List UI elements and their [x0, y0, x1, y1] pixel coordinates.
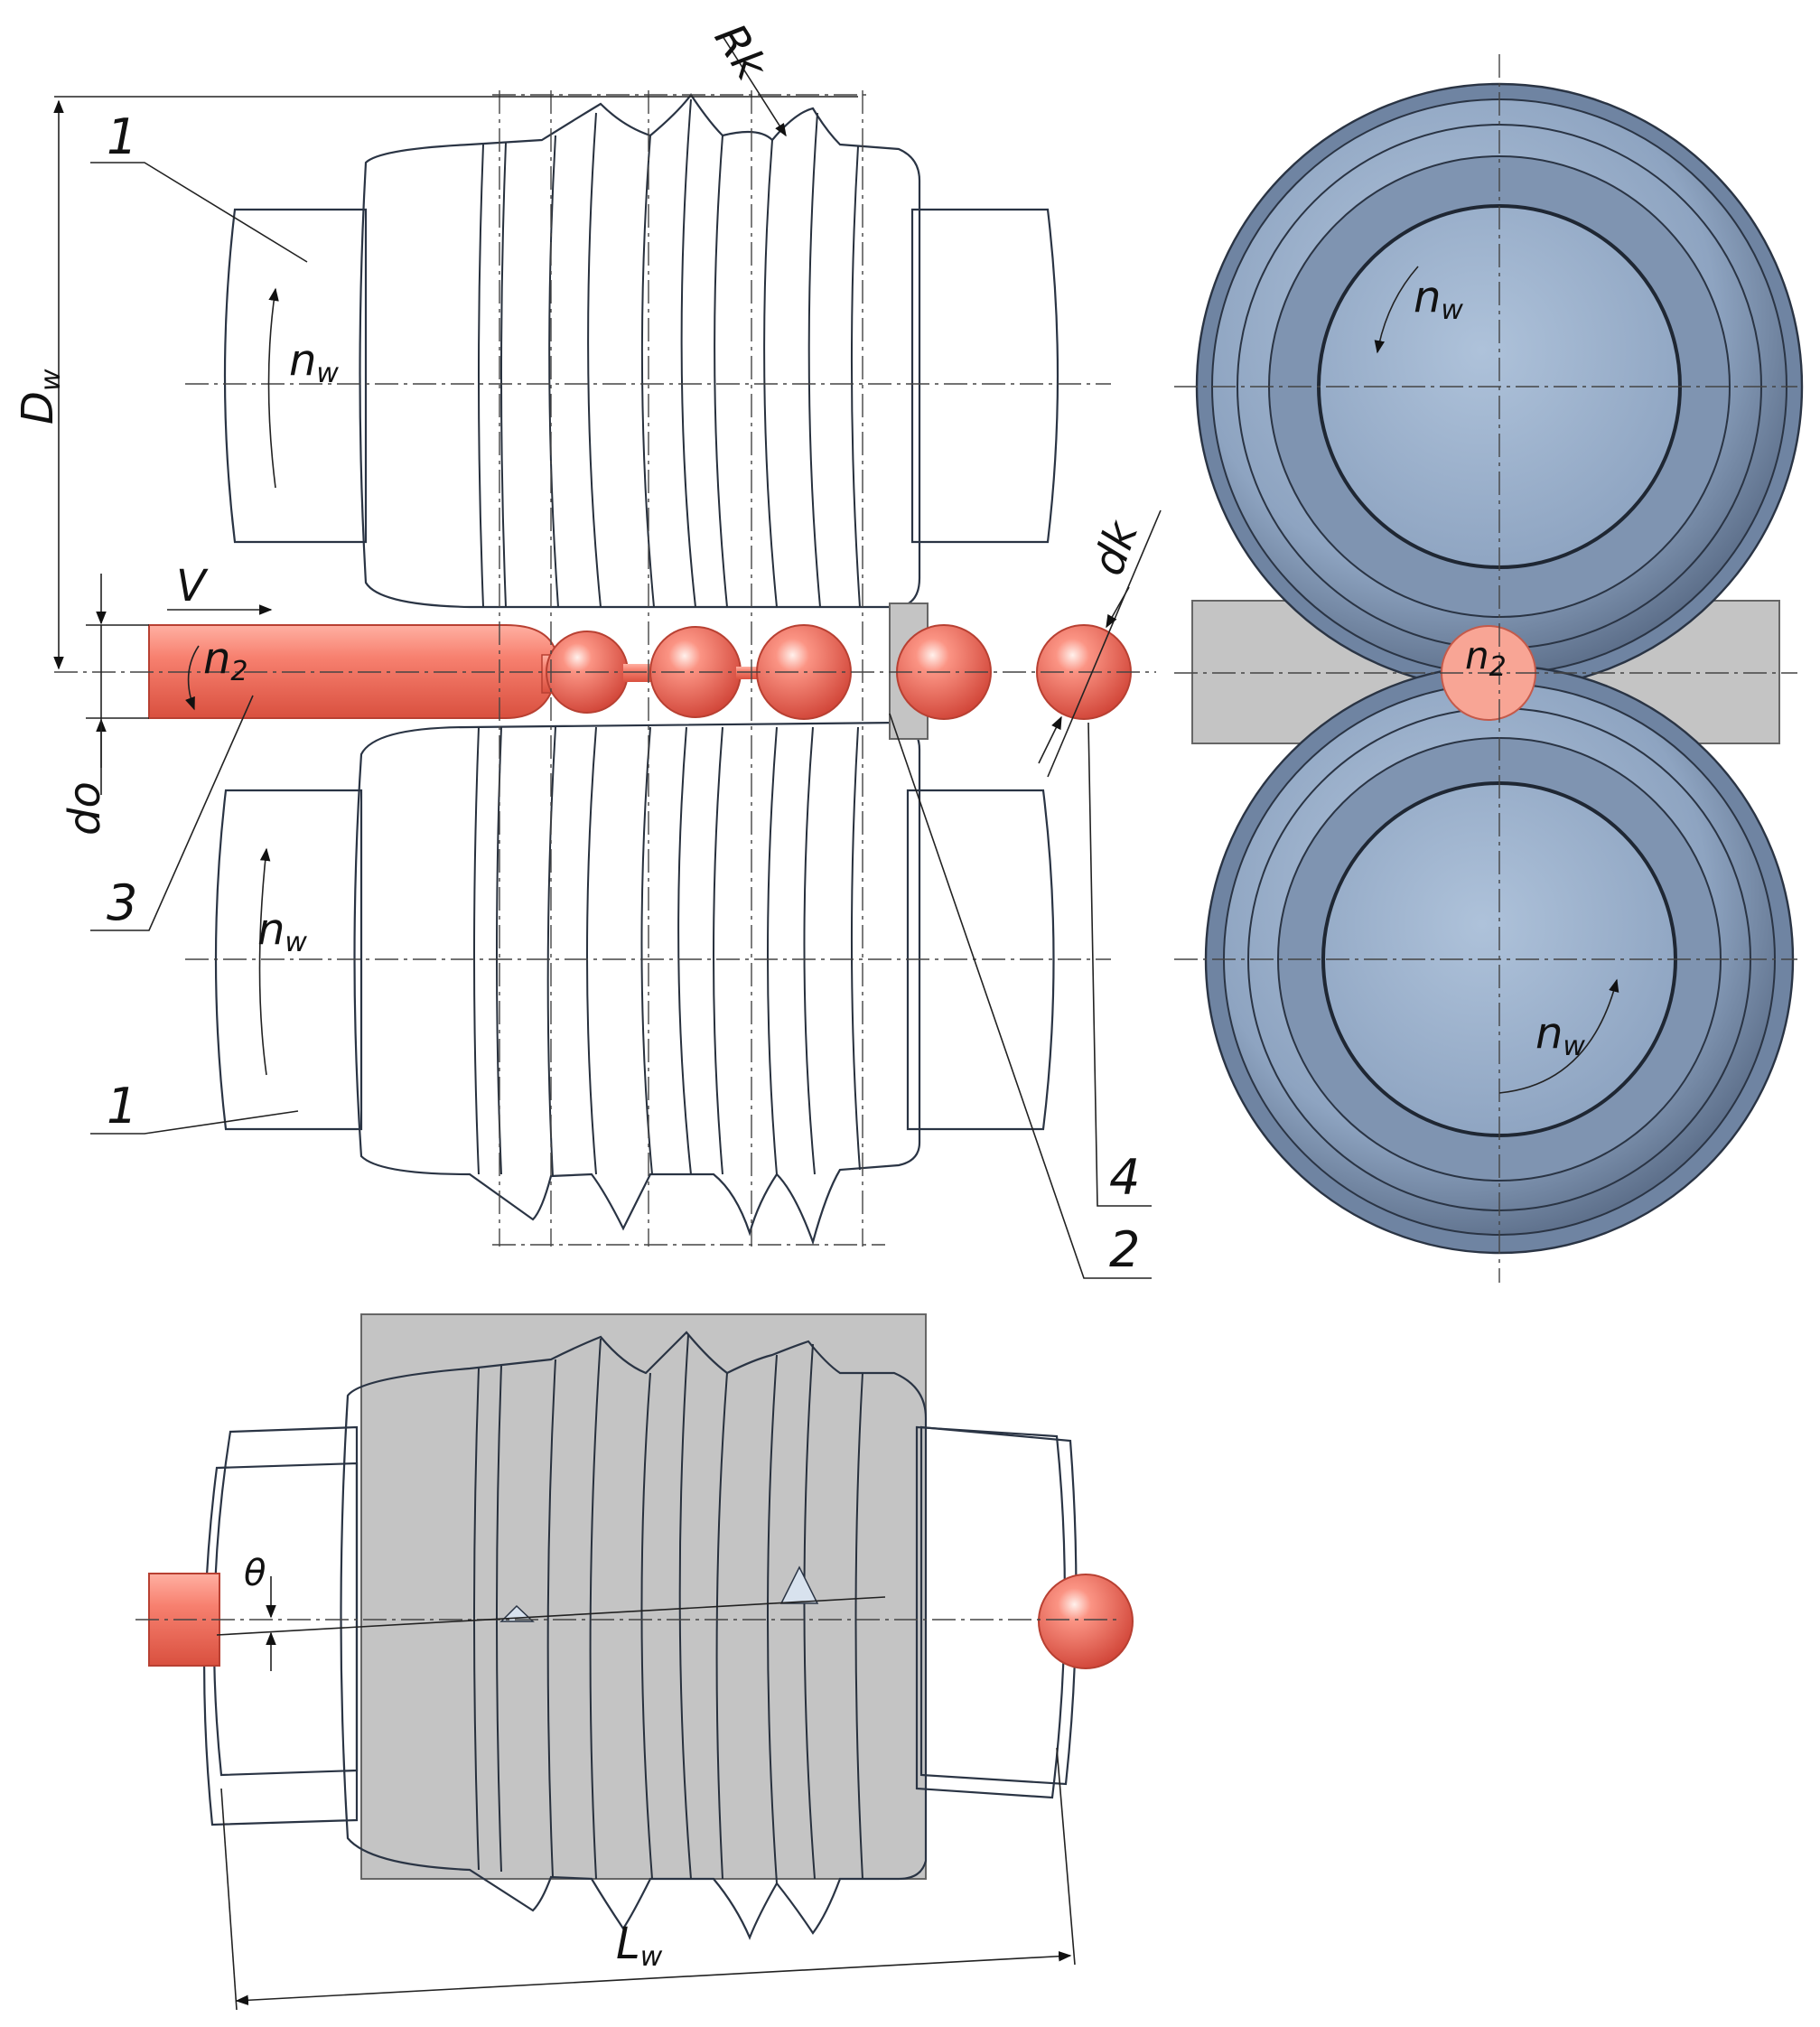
bottom-roll	[214, 721, 1055, 1246]
lw-label: Lw	[616, 1919, 663, 1973]
top-roll-left-shaft	[223, 208, 368, 544]
bottom-roll-body	[353, 721, 921, 1246]
side-view: nw nw n2	[1174, 54, 1804, 1283]
top-view-shaft-left	[203, 1462, 359, 1826]
bottom-roll-right-shaft	[906, 789, 1055, 1131]
top-roll-grooves	[478, 98, 861, 608]
bottom-roll-left-shaft	[214, 789, 363, 1131]
dk-arrow-top	[1106, 586, 1130, 629]
lw-extension-left	[220, 1788, 238, 2011]
dk-label: dk	[1083, 513, 1149, 582]
label-guide: 2	[1109, 1221, 1140, 1278]
label-billet: 3	[107, 874, 137, 931]
theta-line	[216, 1596, 886, 1636]
label-roll-bottom: 1	[107, 1078, 137, 1135]
bottom-roll-grooves	[473, 726, 861, 1177]
label-roll-top: 1	[107, 108, 137, 165]
label-ball: 4	[1109, 1149, 1140, 1206]
top-view-ridge-right	[779, 1565, 819, 1604]
do-label: do	[60, 781, 110, 836]
leader-guide	[889, 713, 1152, 1279]
lw-dimension-line	[235, 1950, 1072, 2006]
leader-roll-top	[90, 162, 308, 263]
n2-rotation-arrow	[185, 645, 200, 711]
nw-bottom-label: nw	[257, 904, 307, 958]
top-roll	[223, 93, 1059, 609]
dw-label: Dw	[13, 369, 67, 425]
top-view-grooves	[473, 1334, 863, 1884]
side-n2-label: n2	[1465, 633, 1507, 683]
lw-extension-right	[1056, 1747, 1076, 1966]
side-nw-bottom-label: nw	[1535, 1008, 1585, 1062]
nw-bottom-rotation-arrow	[258, 847, 271, 1076]
side-nw-top-arrow	[1374, 266, 1419, 354]
leader-ball	[1087, 722, 1152, 1207]
top-view: θ Lw	[135, 1313, 1134, 2011]
top-roll-body	[359, 93, 921, 609]
leader-billet	[90, 695, 254, 931]
velocity-label: V	[176, 561, 209, 612]
dk-leader	[1047, 509, 1162, 778]
nw-top-label: nw	[289, 335, 339, 389]
side-nw-top-label: nw	[1414, 272, 1463, 326]
n2-label: n2	[203, 633, 248, 687]
top-view-roll-body	[340, 1331, 928, 1940]
theta-label: θ	[244, 1553, 266, 1594]
leader-roll-bottom	[90, 1110, 299, 1135]
workpiece-front	[148, 624, 1132, 720]
dk-arrow-bottom	[1038, 715, 1062, 764]
top-roll-right-shaft	[910, 208, 1059, 544]
side-nw-bottom-arrow	[1498, 978, 1619, 1094]
top-view-ball	[1038, 1574, 1134, 1669]
rk-label: Rk	[705, 15, 778, 90]
rk-leader	[722, 35, 787, 137]
nw-top-rotation-arrow	[267, 287, 279, 489]
top-view-shaft-left-back	[212, 1425, 359, 1777]
top-view-guide-plate	[360, 1313, 927, 1880]
